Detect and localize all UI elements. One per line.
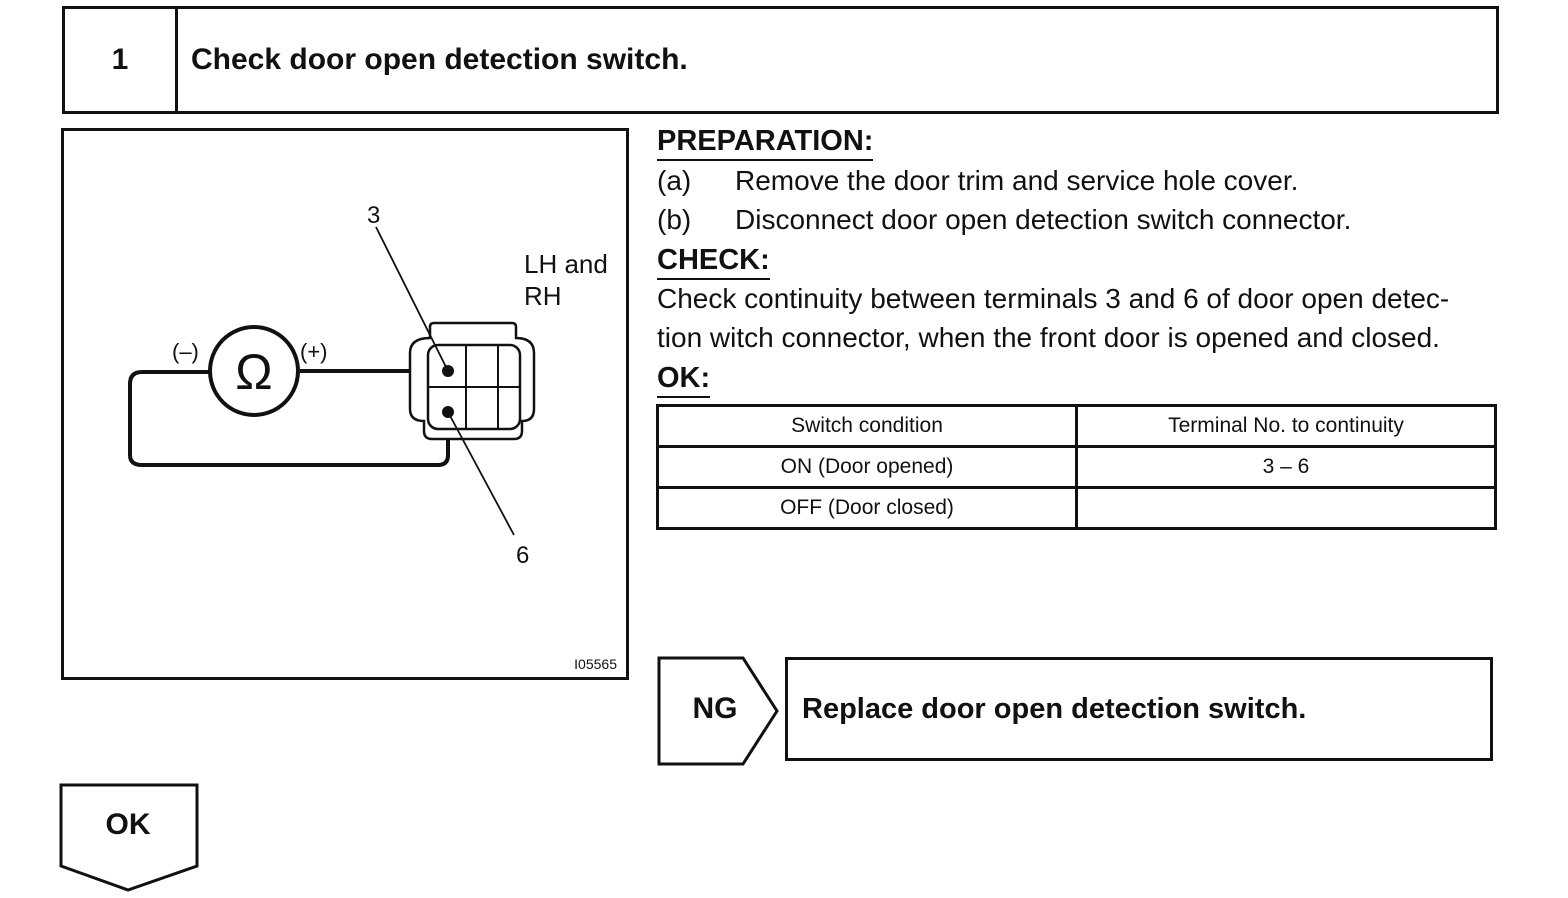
figure-id: I05565 [574,656,617,672]
table-header-row: Switch condition Terminal No. to continu… [656,404,1497,448]
preparation-item-b: (b) Disconnect door open detection switc… [657,203,1497,237]
side-label-line1: LH and [524,249,608,279]
connector-icon [408,321,536,441]
check-heading: CHECK: [657,243,770,280]
terminal-6-label: 6 [516,542,529,569]
item-label: (a) [657,165,692,196]
item-label: (b) [657,204,692,235]
item-text: Disconnect door open detection switch co… [735,204,1352,235]
ng-arrow-shape [657,656,779,766]
ng-label: NG [692,692,738,725]
lead-negative-label: (–) [172,339,199,364]
continuity-table: Switch condition Terminal No. to continu… [656,404,1497,530]
wiring-diagram: Ω (–) (+) 3 6 LH and RH I05565 [61,128,629,680]
step-title: Check door open detection switch. [191,43,688,76]
table-cell: ON (Door opened) [656,445,1078,489]
terminal-3-label: 3 [367,202,380,229]
ok-label: OK [105,808,151,841]
terminal-6-callout [447,411,515,536]
ohmmeter-icon [208,325,300,417]
step-number: 1 [65,9,178,111]
ng-action-box: Replace door open detection switch. [785,657,1493,761]
return-wire [128,370,450,467]
check-text-line1: Check continuity between terminals 3 and… [657,283,1450,314]
step-header: 1 Check door open detection switch. [62,6,1499,114]
table-cell [1075,486,1497,530]
ng-action-text: Replace door open detection switch. [802,692,1307,725]
preparation-heading: PREPARATION: [657,124,874,161]
table-header: Switch condition [656,404,1078,448]
ohm-symbol: Ω [235,344,272,400]
item-text: Remove the door trim and service hole co… [735,165,1299,196]
lead-positive-label: (+) [300,339,328,364]
diagram-drawing: Ω (–) (+) 3 6 LH and RH I05565 [128,202,617,672]
preparation-item-a: (a) Remove the door trim and service hol… [657,164,1497,198]
check-text-line2: tion witch connector, when the front doo… [657,322,1440,353]
table-cell: 3 – 6 [1075,445,1497,489]
terminal-3-callout [375,226,449,372]
table-row: OFF (Door closed) [656,486,1497,530]
side-label-line2: RH [524,281,562,311]
ok-arrow-shape [59,783,199,892]
table-cell: OFF (Door closed) [656,486,1078,530]
table-row: ON (Door opened) 3 – 6 [656,445,1497,489]
ok-heading: OK: [657,361,711,398]
table-header: Terminal No. to continuity [1075,404,1497,448]
